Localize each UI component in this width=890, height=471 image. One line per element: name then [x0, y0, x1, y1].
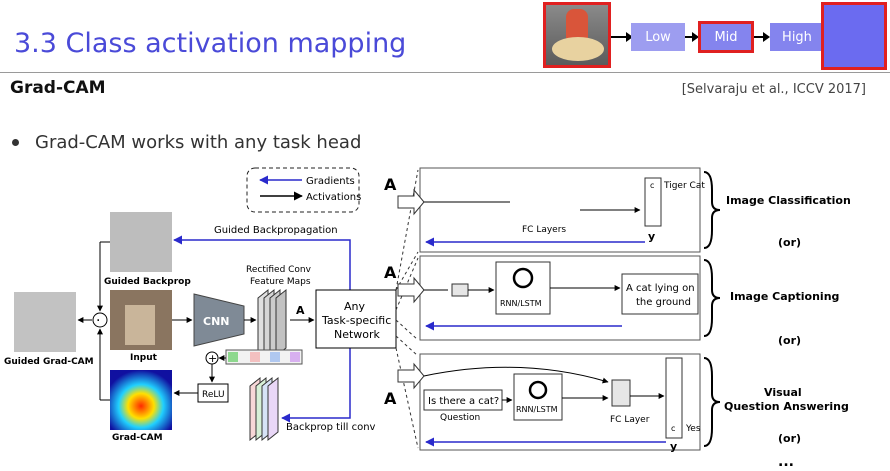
- caption-line-1: A cat lying on: [626, 283, 695, 294]
- gradient-maps: [249, 376, 279, 442]
- sum-symbol: +: [208, 352, 217, 365]
- vqa-label-2: Question Answering: [724, 400, 849, 413]
- stage-final: [821, 2, 887, 70]
- thumbnail-figure: [566, 9, 588, 39]
- weight-1: [228, 352, 238, 362]
- bullet-item: Grad-CAM works with any task head: [12, 132, 361, 153]
- arrow-2: [685, 36, 695, 38]
- or-3: (or): [778, 432, 801, 445]
- guided-backprop-label: Guided Backprop: [104, 277, 191, 287]
- captioning-brace: [703, 259, 721, 337]
- vqa-path: [423, 366, 609, 384]
- network-line-1: Any: [344, 300, 365, 313]
- captioning-rnn-loop-icon: [512, 267, 534, 289]
- cnn-block: [193, 293, 245, 347]
- vqa-rnn-loop-icon: [528, 380, 548, 400]
- classification-c: c: [650, 181, 654, 190]
- bullet-dot-icon: [12, 139, 19, 146]
- vqa-answer: Yes: [685, 424, 701, 434]
- multiply-node: [92, 312, 108, 328]
- legend-activations: Activations: [306, 192, 361, 203]
- vqa-input-arrow: [397, 362, 425, 390]
- stage-high: High: [770, 23, 824, 51]
- guided-backprop-arrow: [173, 235, 351, 290]
- classification-output-class: Tiger Cat: [663, 181, 705, 191]
- multiply-symbol: ·: [96, 313, 100, 329]
- fc-layers-label: FC Layers: [522, 225, 566, 235]
- cnn-label: CNN: [203, 315, 230, 328]
- backprop-till-conv-label: Backprop till conv: [286, 422, 376, 433]
- vqa-c: c: [671, 424, 675, 433]
- backprop-till-conv-arrow: [281, 346, 351, 423]
- gradcam-diagram: Gradients Activations Guided Backprop In…: [4, 167, 851, 470]
- input-image-cat: [125, 305, 155, 345]
- vqa-fc-layer: [611, 379, 631, 407]
- guided-gradcam-image: [14, 292, 76, 352]
- guided-gradcam-label: Guided Grad-CAM: [4, 357, 94, 367]
- arrow-3: [754, 36, 766, 38]
- feature-maps: [257, 288, 287, 358]
- vqa-fc-label: FC Layer: [610, 415, 650, 425]
- classification-brace: [703, 171, 721, 249]
- vqa-rnn-label: RNN/LSTM: [516, 405, 558, 414]
- legend-box: [246, 167, 360, 213]
- gradcam-heatmap: [110, 370, 172, 430]
- vqa-question: Is there a cat?: [428, 396, 499, 407]
- thumbnail-nest: [552, 37, 604, 61]
- guided-backprop-image: [110, 212, 172, 272]
- citation: [Selvaraju et al., ICCV 2017]: [681, 82, 866, 97]
- rectified-label-2: Feature Maps: [250, 277, 311, 287]
- gradcam-label: Grad-CAM: [112, 433, 163, 443]
- or-1: (or): [778, 236, 801, 249]
- arrow-3-head: [763, 32, 770, 42]
- arrow-1: [611, 36, 629, 38]
- weights-strip: [225, 349, 303, 365]
- caption-box: [621, 273, 699, 315]
- bullet-text: Grad-CAM works with any task head: [35, 132, 362, 153]
- classification-a: A: [384, 175, 397, 194]
- network-line-3: Network: [334, 328, 381, 341]
- stage-low: Low: [631, 23, 685, 51]
- progress-strip: Low Mid High: [543, 2, 889, 72]
- caption-line-2: the ground: [636, 297, 691, 308]
- captioning-fc: [451, 283, 469, 297]
- task-network-box: [315, 289, 397, 349]
- input-label: Input: [130, 353, 158, 363]
- header-divider: [0, 72, 890, 73]
- weight-4: [290, 352, 300, 362]
- classification-label: Image Classification: [726, 194, 851, 207]
- stage-mid: Mid: [698, 21, 754, 53]
- vqa-a: A: [384, 389, 397, 408]
- vqa-label-1: Visual: [764, 386, 802, 399]
- arrow-1-head: [626, 32, 633, 42]
- captioning-label: Image Captioning: [730, 290, 839, 303]
- arrow-2-head: [692, 32, 699, 42]
- thumbnail-image: [543, 2, 611, 68]
- rectified-label-1: Rectified Conv: [246, 265, 312, 275]
- captioning-a: A: [384, 263, 397, 282]
- ellipsis: ...: [778, 454, 794, 470]
- classification-input-arrow: [397, 188, 425, 216]
- feature-a-symbol: A: [296, 304, 305, 317]
- classification-output-vector: [644, 177, 662, 227]
- or-2: (or): [778, 334, 801, 347]
- legend-gradients: Gradients: [306, 176, 355, 187]
- vqa-question-label: Question: [440, 413, 480, 423]
- slide-subtitle: Grad-CAM: [10, 78, 106, 98]
- vqa-brace: [703, 357, 721, 447]
- captioning-rnn-label: RNN/LSTM: [500, 299, 542, 308]
- relu-label: ReLU: [202, 390, 225, 400]
- vqa-y: y: [670, 440, 677, 453]
- weight-3: [270, 352, 280, 362]
- captioning-input-arrow: [397, 276, 425, 304]
- slide-title: 3.3 Class activation mapping: [14, 28, 407, 59]
- classification-y: y: [648, 230, 655, 243]
- vqa-output-vector: [665, 357, 683, 439]
- network-line-2: Task-specific: [321, 314, 391, 327]
- weight-2: [250, 352, 260, 362]
- guided-backprop-arrow-label: Guided Backpropagation: [214, 225, 338, 236]
